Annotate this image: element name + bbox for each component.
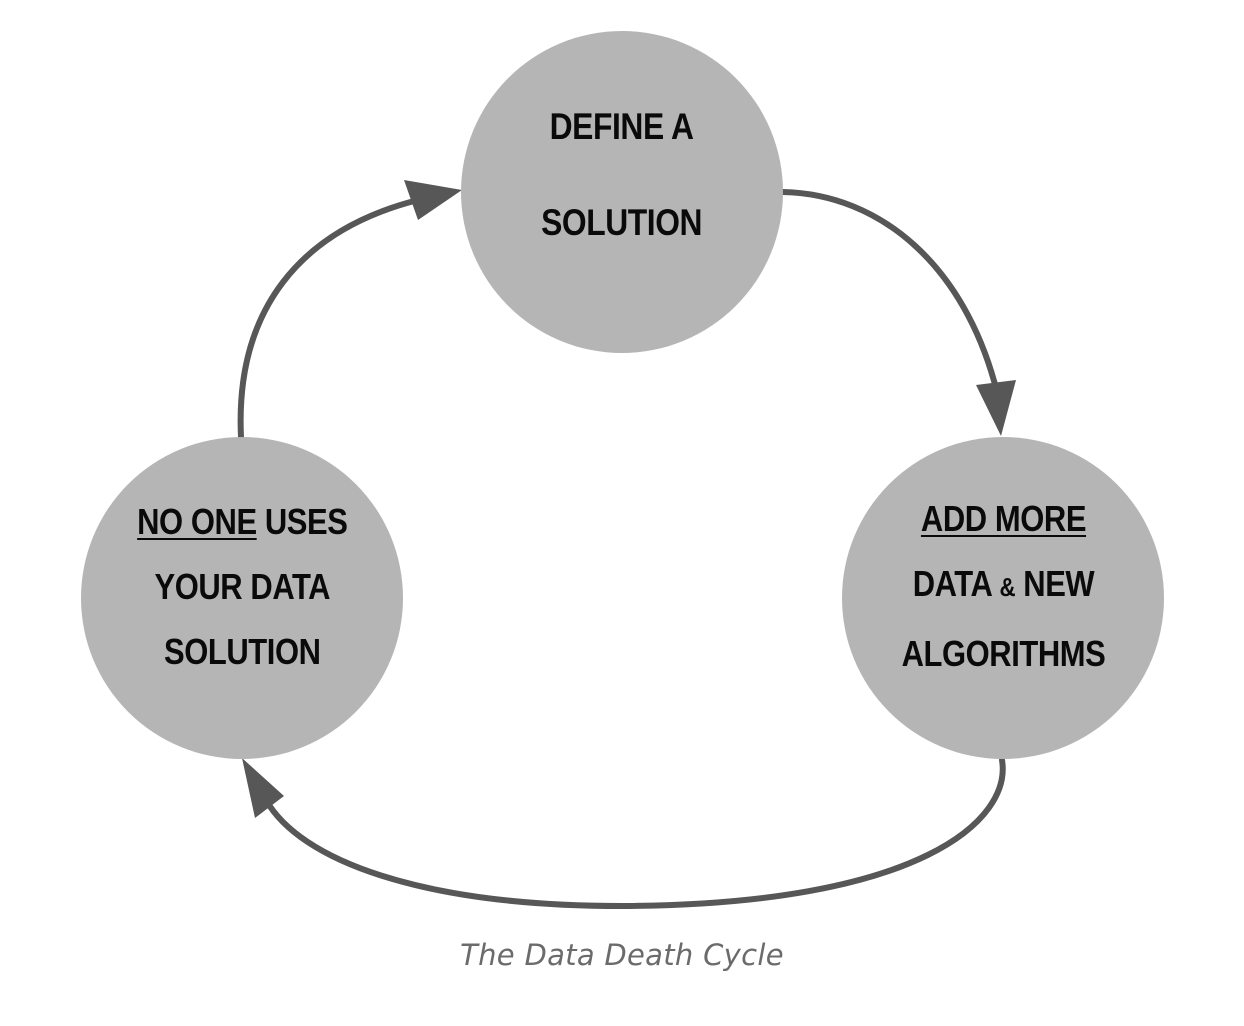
arrow-right-to-left: [263, 757, 1006, 910]
node-line: SOLUTION: [163, 630, 321, 672]
arrowhead-top: [404, 180, 462, 220]
node-define-a-solution-label: DEFINE A SOLUTION: [542, 79, 703, 271]
node-add-more-data-label: ADD MORE DATA & NEW ALGORITHMS: [901, 486, 1105, 686]
node-no-one-uses: NO ONE USES YOUR DATA SOLUTION: [81, 437, 403, 759]
node-add-more-data: ADD MORE DATA & NEW ALGORITHMS: [842, 437, 1164, 759]
node-line: DATA & NEW: [901, 551, 1105, 621]
node-text-fragment: NEW: [1014, 563, 1094, 604]
arrowhead-left: [242, 758, 284, 818]
node-text-underlined: NO ONE: [136, 500, 257, 542]
arrow-left-to-top: [237, 197, 421, 440]
node-line: SOLUTION: [541, 202, 703, 243]
node-line-underlined: ADD MORE: [920, 498, 1086, 539]
arrowhead-right: [976, 380, 1016, 436]
node-text-fragment: DATA: [912, 563, 999, 604]
node-line: YOUR DATA: [154, 565, 330, 607]
node-line: NO ONE USES: [136, 489, 348, 554]
node-text-fragment: USES: [256, 500, 348, 542]
node-no-one-uses-label: NO ONE USES YOUR DATA SOLUTION: [136, 489, 348, 684]
diagram-caption: The Data Death Cycle: [460, 938, 784, 972]
node-line: DEFINE A: [550, 106, 694, 147]
node-line: ALGORITHMS: [901, 633, 1105, 674]
arrow-top-to-right: [780, 189, 1000, 395]
ampersand: &: [998, 574, 1015, 602]
node-define-a-solution: DEFINE A SOLUTION: [461, 31, 783, 353]
